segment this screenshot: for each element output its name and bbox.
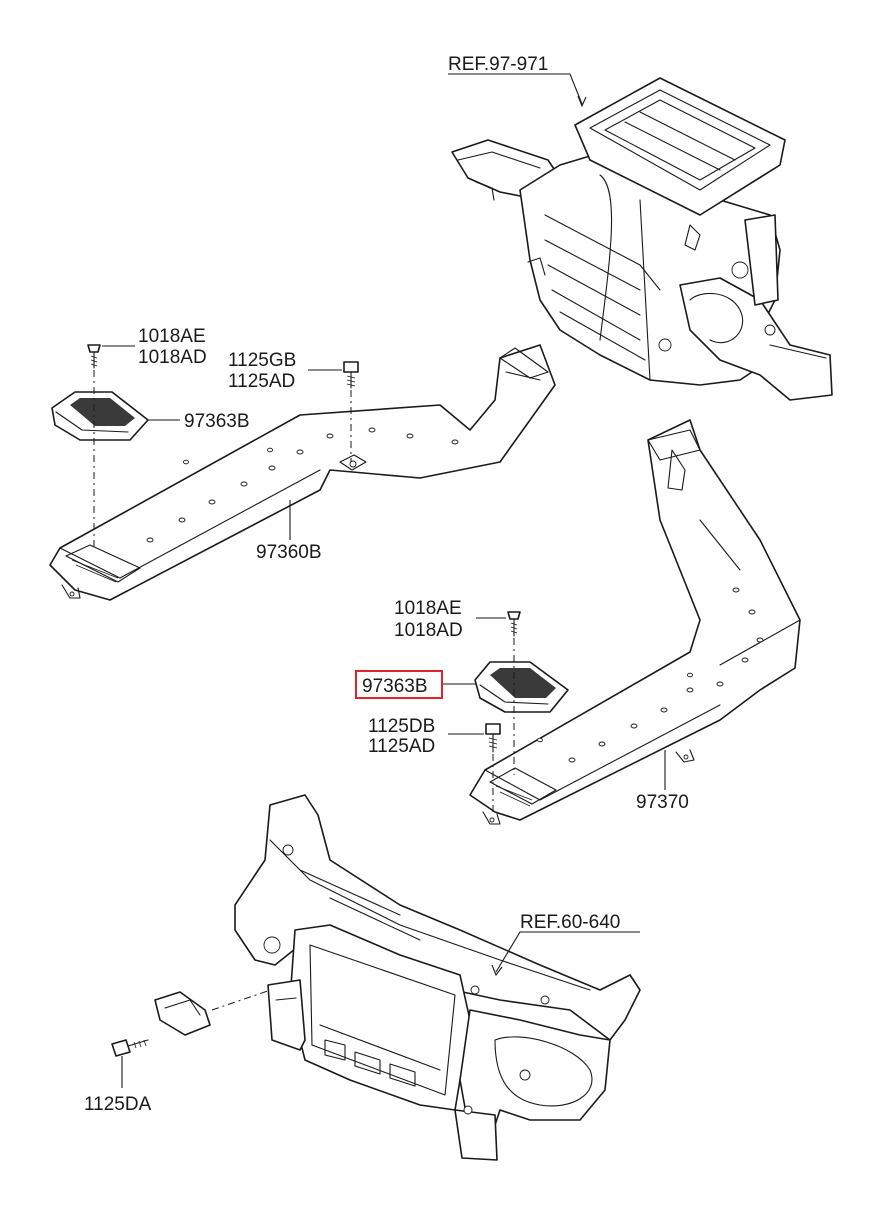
bolt-carrier-icon[interactable] [111,1039,149,1057]
label-bolt-lower-a[interactable]: 1125DB [368,716,435,737]
screw-upper-icon[interactable] [87,344,101,369]
label-bolt-carrier[interactable]: 1125DA [84,1094,152,1115]
label-duct-right[interactable]: 97370 [636,792,689,813]
screw-lower-icon[interactable] [507,611,521,637]
label-bolt-upper-b[interactable]: 1125AD [228,371,295,392]
front-carrier[interactable] [154,794,641,1161]
highlight-box [355,670,443,699]
label-vent-right[interactable]: 97363B [362,676,428,697]
label-bolt-lower-b[interactable]: 1125AD [368,736,435,757]
right-duct-holes [537,587,764,763]
right-vent-grille[interactable] [474,661,569,713]
label-screw-upper-b[interactable]: 1018AD [138,347,207,368]
label-screw-lower-a[interactable]: 1018AE [394,598,462,619]
left-duct[interactable] [49,344,556,601]
assembly-line-carrier [211,979,301,1011]
left-duct-holes [146,427,459,543]
bolt-upper-icon[interactable] [343,361,359,389]
label-ref-carrier[interactable]: REF.60-640 [520,912,620,933]
leader-ref-hvac [448,73,583,105]
left-vent-grille[interactable] [51,391,149,441]
label-screw-upper-a[interactable]: 1018AE [138,326,206,347]
label-bolt-upper-a[interactable]: 1125GB [228,350,296,371]
label-vent-left[interactable]: 97363B [184,411,250,432]
label-duct-left[interactable]: 97360B [256,542,322,563]
bolt-lower-icon[interactable] [485,723,501,753]
label-ref-hvac[interactable]: REF.97-971 [448,54,548,75]
label-screw-lower-b[interactable]: 1018AD [394,620,463,641]
leader-ref-carrier [495,931,640,973]
right-duct[interactable] [469,419,801,825]
hvac-unit[interactable] [451,77,833,401]
